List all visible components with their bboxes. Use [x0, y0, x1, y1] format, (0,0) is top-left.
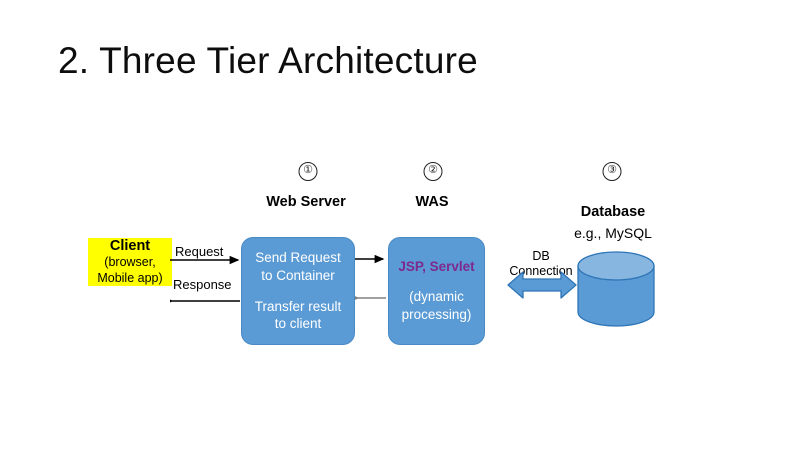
step-marker-2: ②	[423, 162, 443, 181]
client-webserver-arrows	[170, 255, 240, 306]
tier-header-was: WAS	[415, 194, 449, 210]
db-connection-line2: Connection	[509, 264, 573, 278]
web-server-box: Send Request to Container Transfer resul…	[241, 237, 355, 345]
client-box: Client (browser, Mobile app)	[88, 238, 172, 286]
db-connection-double-arrow	[507, 271, 577, 299]
request-label: Request	[175, 244, 224, 259]
tier-header-web-server: Web Server	[266, 194, 346, 210]
tier-header-database: Database	[580, 204, 646, 220]
db-connection-label: DB Connection	[509, 249, 572, 279]
was-line-1: (dynamic	[409, 289, 464, 305]
was-box: JSP, Servlet (dynamic processing)	[388, 237, 485, 345]
webserver-was-arrows	[355, 254, 386, 303]
step-marker-1: ①	[298, 162, 318, 181]
web-server-line-3: Transfer result	[254, 299, 342, 314]
web-server-line-2: to Container	[261, 267, 335, 283]
web-server-line-1: Send Request	[255, 250, 341, 266]
was-accent-line: JSP, Servlet	[398, 259, 475, 275]
page-title: 2. Three Tier Architecture	[58, 40, 478, 81]
client-title: Client	[109, 237, 151, 254]
tier-subheader-database: e.g., MySQL	[574, 225, 652, 241]
was-line-2: processing)	[401, 306, 472, 322]
client-subtitle-line1: (browser,	[104, 255, 156, 270]
db-connection-line1: DB	[532, 249, 550, 263]
database-cylinder-icon	[577, 251, 655, 327]
step-marker-3: ③	[602, 162, 622, 181]
client-subtitle-line2: Mobile app)	[97, 270, 163, 285]
web-server-line-4: to client	[274, 316, 322, 332]
response-label: Response	[173, 277, 232, 292]
